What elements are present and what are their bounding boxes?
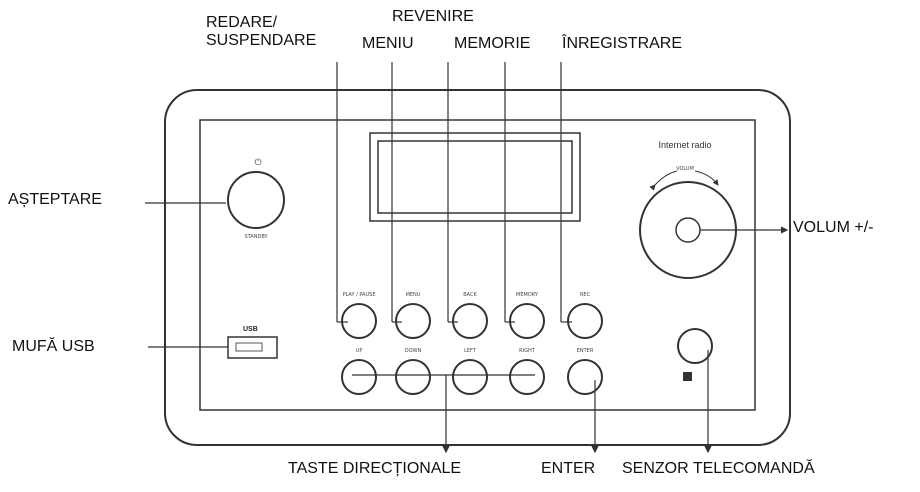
standby-label: STANDBY [244,234,268,240]
ir-indicator-icon [683,372,692,381]
leader-lines [145,62,789,454]
remote-sensor [677,328,713,364]
usb-port[interactable] [227,336,278,359]
power-symbol-icon: ⏻ [254,157,261,167]
callout-directional: TASTE DIRECȚIONALE [288,460,462,477]
usb-logo-icon: USB [243,326,258,333]
callout-play-pause-line1: REDARE/ [206,14,278,31]
top-button-label-4: REC [580,292,591,298]
callout-remote-sensor: SENZOR TELECOMANDĂ [622,460,815,477]
top-button-label-1: MENU [406,292,421,298]
callout-play-pause: REDARE/ SUSPENDARE [206,14,316,50]
button-rows: PLAY / PAUSE MENU BACK MEMORY REC UP DOWN LEFT R… [341,292,603,395]
callout-back: REVENIRE [392,8,474,25]
bottom-button-3[interactable] [509,359,545,395]
top-button-label-2: BACK [463,292,477,298]
volume-arc-left-icon [649,170,678,191]
callout-enter: ENTER [541,460,596,477]
lcd-display [377,140,573,214]
volume-arc-label: VOLUM [676,166,694,172]
bottom-button-4[interactable] [567,359,603,395]
callout-record: ÎNREGISTRARE [562,35,683,52]
lcd-display-bezel [369,132,581,222]
volume-arc-right-icon [694,170,719,186]
callout-usb: MUFĂ USB [12,338,95,355]
callout-memory: MEMORIE [454,35,531,52]
volume-knob-center [675,217,701,243]
bottom-button-1[interactable] [395,359,431,395]
bottom-button-label-3: RIGHT [519,348,536,354]
bottom-button-label-0: UP [356,348,363,354]
bottom-button-0[interactable] [341,359,377,395]
callout-standby: AȘTEPTARE [8,191,102,208]
top-button-label-3: MEMORY [516,292,539,298]
top-button-4[interactable] [567,303,603,339]
top-button-3[interactable] [509,303,545,339]
front-panel [199,119,756,411]
callout-volume: VOLUM +/- [793,219,874,236]
bottom-button-label-4: ENTER [577,348,594,354]
bottom-button-2[interactable] [452,359,488,395]
callout-play-pause-line2: SUSPENDARE [206,32,317,49]
bottom-button-label-2: LEFT [464,348,477,354]
standby-button[interactable] [227,171,285,229]
top-button-2[interactable] [452,303,488,339]
callout-menu: MENIU [362,35,414,52]
usb-port-slot [235,342,263,352]
bottom-button-label-1: DOWN [405,348,422,354]
top-button-1[interactable] [395,303,431,339]
brand-label: Internet radio [658,140,711,150]
top-button-label-0: PLAY / PAUSE [343,292,376,298]
top-button-0[interactable] [341,303,377,339]
radio-casing [164,89,791,446]
